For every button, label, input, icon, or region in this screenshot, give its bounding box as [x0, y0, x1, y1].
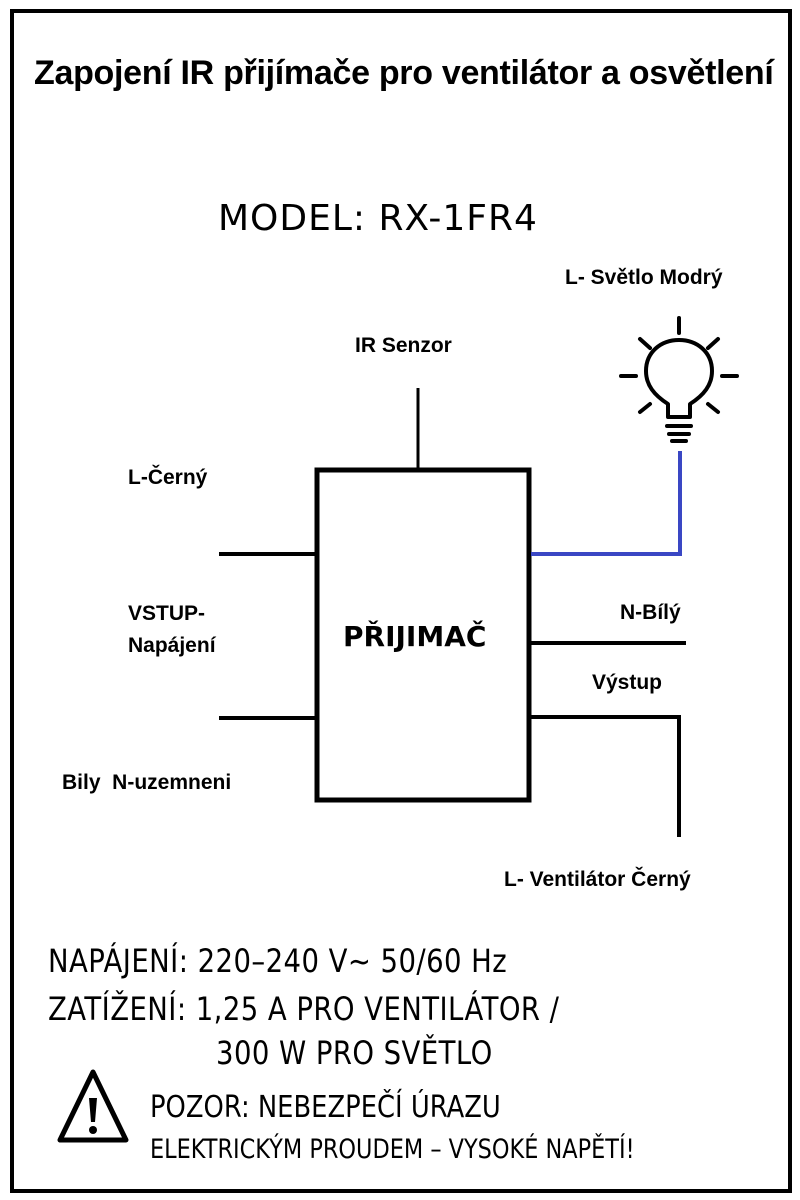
- spec-load-line1: ZATÍŽENÍ: 1,25 A PRO VENTILÁTOR /: [48, 990, 560, 1028]
- fan-label: L- Ventilátor Černý: [504, 868, 691, 891]
- light-label: L- Světlo Modrý: [565, 266, 723, 289]
- input-label-line1: VSTUP-: [128, 602, 206, 625]
- label-frame: [10, 9, 792, 1193]
- receiver-box: [314, 467, 532, 803]
- l-black-label: L-Černý: [128, 466, 208, 489]
- ir-sensor-label: IR Senzor: [355, 334, 452, 357]
- warning-line2: ELEKTRICKÝM PROUDEM – VYSOKÉ NAPĚTÍ!: [150, 1134, 635, 1165]
- fan-wire: [531, 715, 681, 837]
- receiver-label: PŘIJIMAČ: [343, 620, 487, 653]
- output-label: Výstup: [592, 671, 663, 694]
- n-white-label: N-Bílý: [620, 601, 681, 624]
- diagram-title: Zapojení IR přijímače pro ventilátor a o…: [34, 54, 774, 92]
- input-label-line2: Napájení: [128, 634, 216, 657]
- warning-triangle-icon: [57, 1069, 129, 1143]
- spec-power: NAPÁJENÍ: 220–240 V~ 50/60 Hz: [48, 942, 508, 980]
- warning-line1: POZOR: NEBEZPEČÍ ÚRAZU: [150, 1090, 501, 1125]
- model-number: MODEL: RX-1FR4: [218, 198, 538, 239]
- light-bulb-icon: [619, 316, 739, 443]
- light-wire: [531, 451, 682, 556]
- spec-load-line2: 300 W PRO SVĚTLO: [216, 1034, 493, 1072]
- neutral-ground-label: Bily N-uzemneni: [62, 771, 232, 794]
